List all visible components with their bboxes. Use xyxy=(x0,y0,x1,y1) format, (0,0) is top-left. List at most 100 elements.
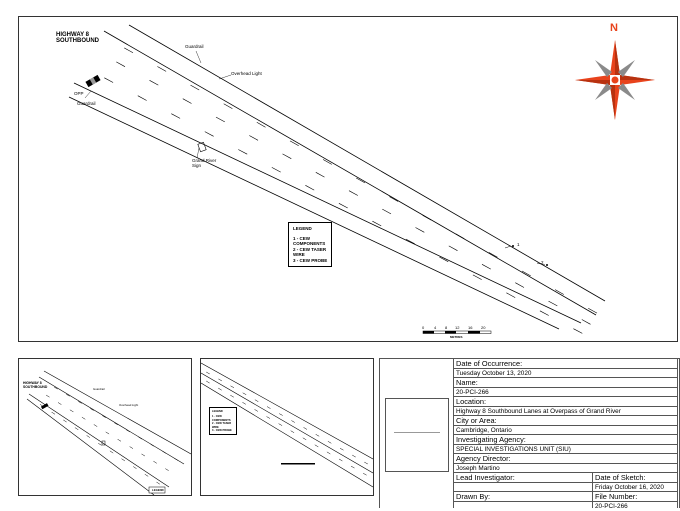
highway-title-line2: SOUTHBOUND xyxy=(56,38,99,44)
lane-dash xyxy=(157,66,167,72)
overhead-light-label: Overhead Light xyxy=(231,71,262,76)
lane-dash xyxy=(126,429,131,433)
road-edge-top xyxy=(128,24,606,302)
road-edge-middle xyxy=(103,30,597,316)
lane-dash xyxy=(114,422,118,426)
lane-dash xyxy=(521,270,531,277)
page-bottom-edge xyxy=(0,508,680,511)
lane-dash xyxy=(539,310,549,316)
legend-title: LEGEND xyxy=(293,226,312,231)
lane-dash xyxy=(327,441,332,444)
legend-item: WIRE xyxy=(293,252,305,257)
lane-dash xyxy=(190,84,200,91)
lane-dash xyxy=(422,214,432,221)
legend-item: 2 - CEW TASER xyxy=(212,422,232,426)
lane-dash xyxy=(133,466,137,469)
lane-dash xyxy=(218,378,223,382)
scale-bar xyxy=(281,463,315,465)
name-label: Name: xyxy=(453,377,678,388)
lane-dash xyxy=(206,380,210,384)
lane-dash xyxy=(338,458,343,462)
logo-placeholder xyxy=(385,398,449,472)
lane-dash xyxy=(137,95,147,101)
compass-north-label: N xyxy=(610,22,618,34)
lane-dash xyxy=(144,473,149,477)
lane-dash xyxy=(242,392,247,395)
legend-item: 1 - CEW xyxy=(212,415,222,419)
lane-dashes xyxy=(104,47,598,334)
lane-dash xyxy=(581,319,591,325)
guardrail-top-label: Guardrail xyxy=(185,44,204,49)
scale-tick-label: 4 xyxy=(434,325,437,330)
lane-dash xyxy=(339,447,344,451)
legend-item: 1 - CEW xyxy=(293,235,311,241)
thumbnail-overview-svg xyxy=(26,370,191,495)
lane-dash xyxy=(117,438,122,442)
file-number-label: File Number: xyxy=(592,491,678,502)
legend-item: COMPONENTS xyxy=(293,241,326,246)
opp-label: OPP xyxy=(74,91,84,96)
lane-dash xyxy=(141,453,146,457)
lane-dash xyxy=(150,443,155,447)
thumb-title-line1: HIGHWAY 8 xyxy=(23,381,42,385)
lane-dash xyxy=(138,436,143,440)
compass-rose-icon xyxy=(575,40,655,120)
lane-dash xyxy=(282,153,292,159)
marker-1-label: 1 xyxy=(517,242,520,247)
lane-dash xyxy=(93,424,98,427)
agency-value: SPECIAL INVESTIGATIONS UNIT (SIU) xyxy=(453,444,678,454)
scale-tick-label: 16 xyxy=(468,325,473,330)
lane-dash xyxy=(109,450,114,454)
lane-dash xyxy=(129,446,134,449)
evidence-marker-1 xyxy=(504,245,514,249)
lane-dash xyxy=(350,465,355,469)
agency-label: Investigating Agency: xyxy=(453,434,678,445)
lane-dash xyxy=(506,292,516,298)
lane-dash xyxy=(488,252,498,258)
legend-item: WIRE xyxy=(212,425,219,429)
lane-dash xyxy=(51,411,56,415)
lane-dash xyxy=(439,256,449,262)
lane-dash xyxy=(105,431,110,435)
legend-item: COMPONENTS xyxy=(212,418,231,422)
lane-dash xyxy=(149,80,159,86)
lane-dash xyxy=(230,394,234,398)
date-of-sketch-value: Friday October 16, 2020 xyxy=(592,482,678,492)
lane-dash xyxy=(124,47,134,54)
lane-dash xyxy=(121,458,126,462)
road-edge-shoulder xyxy=(73,82,582,324)
grand-river-sign-line1: Grand River xyxy=(192,158,217,163)
scale-tick-label: 12 xyxy=(455,325,460,330)
lane-dash xyxy=(415,227,425,233)
lead-investigator-value xyxy=(453,482,593,492)
lane-dash xyxy=(54,386,58,390)
legend-item: 3 - CEW PROBE xyxy=(293,257,328,263)
police-car-icon xyxy=(85,74,101,88)
police-car-icon xyxy=(40,403,49,410)
director-label: Agency Director: xyxy=(453,453,678,464)
lane-dash xyxy=(362,472,367,476)
lane-dash xyxy=(74,427,79,431)
legend-item: 3 - CEW PROBE xyxy=(212,429,232,433)
lane-dash xyxy=(266,406,271,409)
lane-dash xyxy=(98,442,102,446)
case-info-table: Date of Occurrence: Tuesday October 13, … xyxy=(453,358,678,511)
lane-dash xyxy=(171,113,181,119)
lane-dash xyxy=(305,185,315,191)
lane-dash xyxy=(271,167,281,173)
lane-dash xyxy=(279,413,283,416)
lane-dash xyxy=(448,245,458,251)
marker-2-label: 2 xyxy=(541,260,544,265)
location-label: Location: xyxy=(453,396,678,407)
lane-dash xyxy=(215,116,225,123)
lane-dash xyxy=(63,419,67,423)
lane-dash xyxy=(352,454,356,458)
lane-dash xyxy=(348,190,358,196)
legend-title: LEGEND xyxy=(212,410,223,413)
evidence-marker-2 xyxy=(536,262,548,266)
lane-dash xyxy=(182,98,192,104)
lane-dash xyxy=(405,238,415,245)
lane-dash xyxy=(322,159,332,165)
lane-dash xyxy=(472,274,482,280)
lane-dash xyxy=(289,140,299,147)
